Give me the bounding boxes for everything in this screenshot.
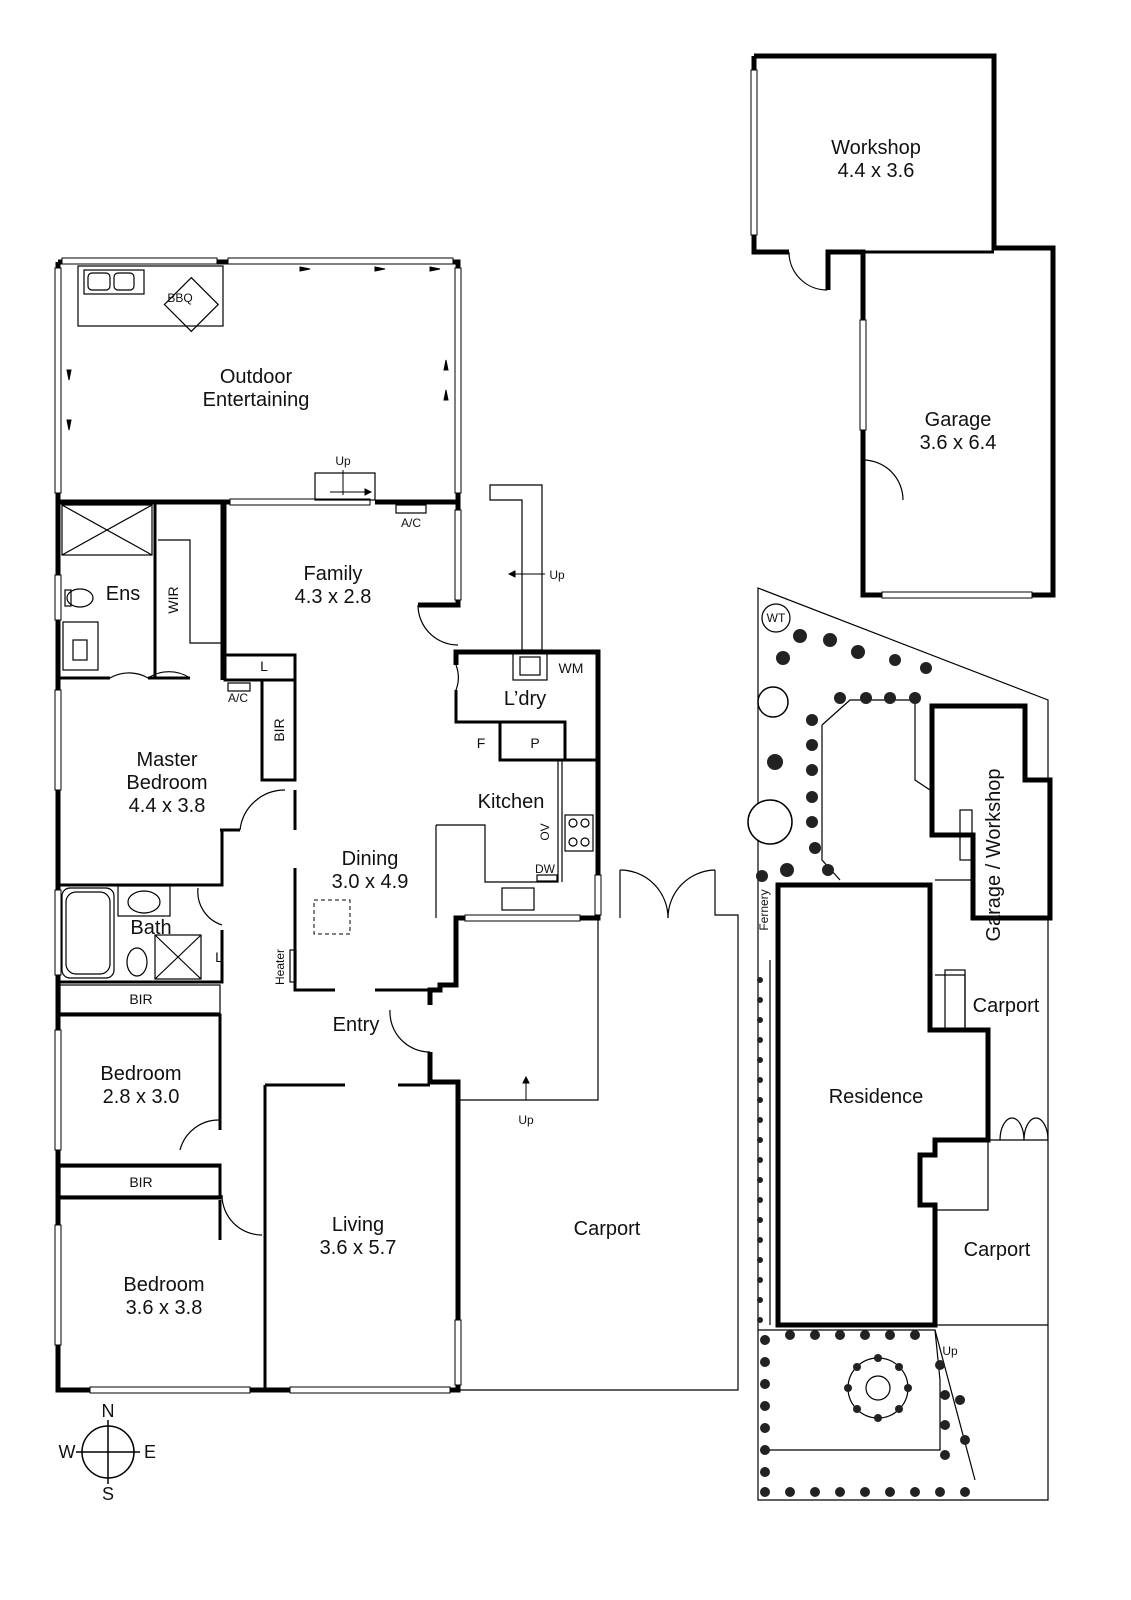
family-label: Family [304,563,363,585]
bir-label-bed3: BIR [129,1174,152,1190]
dining-label: Dining [342,848,399,870]
fernery-label: Fernery [757,889,771,930]
living-label: Living [332,1214,384,1236]
linen-label-bath: L [215,949,223,965]
kitchen-label: Kitchen [478,791,545,813]
master-label-line2: Bedroom [126,772,207,794]
compass-south: S [102,1484,114,1504]
dining-size: 3.0 x 4.9 [332,871,409,893]
bedroom2-label: Bedroom [100,1063,181,1085]
compass-icon [76,1420,140,1484]
fridge-label: F [477,735,486,751]
bedroom2-size: 2.8 x 3.0 [103,1086,180,1108]
outdoor-up-label: Up [335,454,351,468]
master-label-line1: Master [136,749,197,771]
bir-label-bed2: BIR [129,991,152,1007]
pantry-label: P [530,735,539,751]
bbq-label: BBQ [167,291,192,305]
site-carport-bottom-label: Carport [964,1239,1031,1261]
direction-arrows [66,266,545,1100]
dishwasher-label: DW [535,862,556,876]
laundry-up-label: Up [549,568,565,582]
ensuite-label: Ens [106,583,140,605]
outdoor-label-line2: Entertaining [203,389,310,411]
workshop-size: 4.4 x 3.6 [838,160,915,182]
ac-label-family: A/C [401,516,421,530]
compass-east: E [144,1442,156,1462]
residence-label: Residence [829,1086,924,1108]
bedroom3-label: Bedroom [123,1274,204,1296]
site-plan [747,587,1053,1501]
master-size: 4.4 x 3.8 [129,795,206,817]
linen-label-family: L [260,658,268,674]
bedroom3-size: 3.6 x 3.8 [126,1297,203,1319]
bir-label-master: BIR [271,718,287,741]
main-house [54,257,739,1394]
carport-up-label: Up [518,1113,534,1127]
laundry-label: L’dry [504,688,546,710]
bath-label: Bath [130,917,171,939]
wir-label: WIR [165,586,181,613]
entry-label: Entry [333,1014,380,1036]
ac-label-master: A/C [228,691,248,705]
wm-label: WM [559,660,584,676]
workshop-label: Workshop [831,137,921,159]
carport-label: Carport [574,1218,641,1240]
water-tank-label: WT [767,611,786,625]
site-garage-workshop-label: Garage / Workshop [983,768,1005,941]
site-carport-top-label: Carport [973,995,1040,1017]
garage-label: Garage [925,409,992,431]
oven-label: OV [538,823,552,840]
heater-label: Heater [273,949,287,985]
compass-north: N [102,1401,115,1421]
workshop-garage [750,53,1056,599]
compass-west: W [59,1442,76,1462]
site-up-label: Up [942,1344,958,1358]
garage-size: 3.6 x 6.4 [920,432,997,454]
living-size: 3.6 x 5.7 [320,1237,397,1259]
family-size: 4.3 x 2.8 [295,586,372,608]
outdoor-label-line1: Outdoor [220,366,293,388]
